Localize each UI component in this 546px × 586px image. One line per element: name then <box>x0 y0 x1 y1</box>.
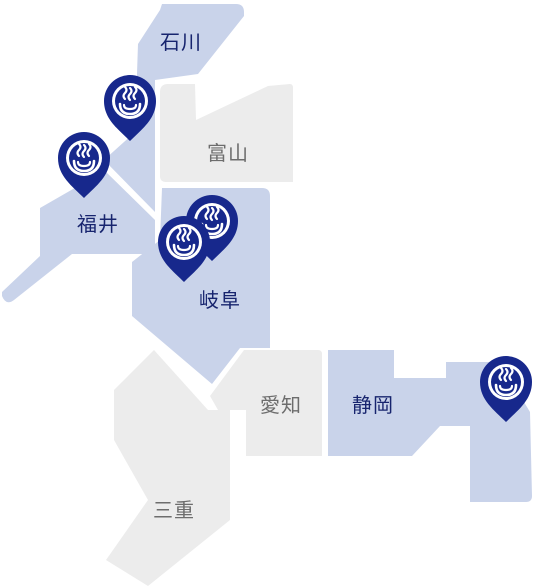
shizuoka-label: 静岡 <box>352 393 394 417</box>
prefecture-fukui[interactable]: 福井 <box>2 170 155 303</box>
prefecture-mie[interactable]: 三重 <box>106 350 230 586</box>
fukui-label: 福井 <box>77 212 119 236</box>
aichi-region-shape[interactable] <box>210 350 322 456</box>
aichi-label: 愛知 <box>260 393 302 417</box>
prefecture-ishikawa[interactable]: 石川 <box>104 4 244 212</box>
mie-label: 三重 <box>153 498 195 522</box>
prefecture-toyama[interactable]: 富山 <box>160 84 293 182</box>
prefecture-aichi[interactable]: 愛知 <box>210 350 322 456</box>
mie-region-shape[interactable] <box>106 350 230 586</box>
fukui-region-shape[interactable] <box>2 170 155 303</box>
ishikawa-region-shape[interactable] <box>104 4 244 212</box>
ishikawa-label: 石川 <box>160 30 202 54</box>
gifu-label: 岐阜 <box>199 288 241 312</box>
toyama-label: 富山 <box>207 141 249 165</box>
toyama-region-shape[interactable] <box>160 84 293 182</box>
